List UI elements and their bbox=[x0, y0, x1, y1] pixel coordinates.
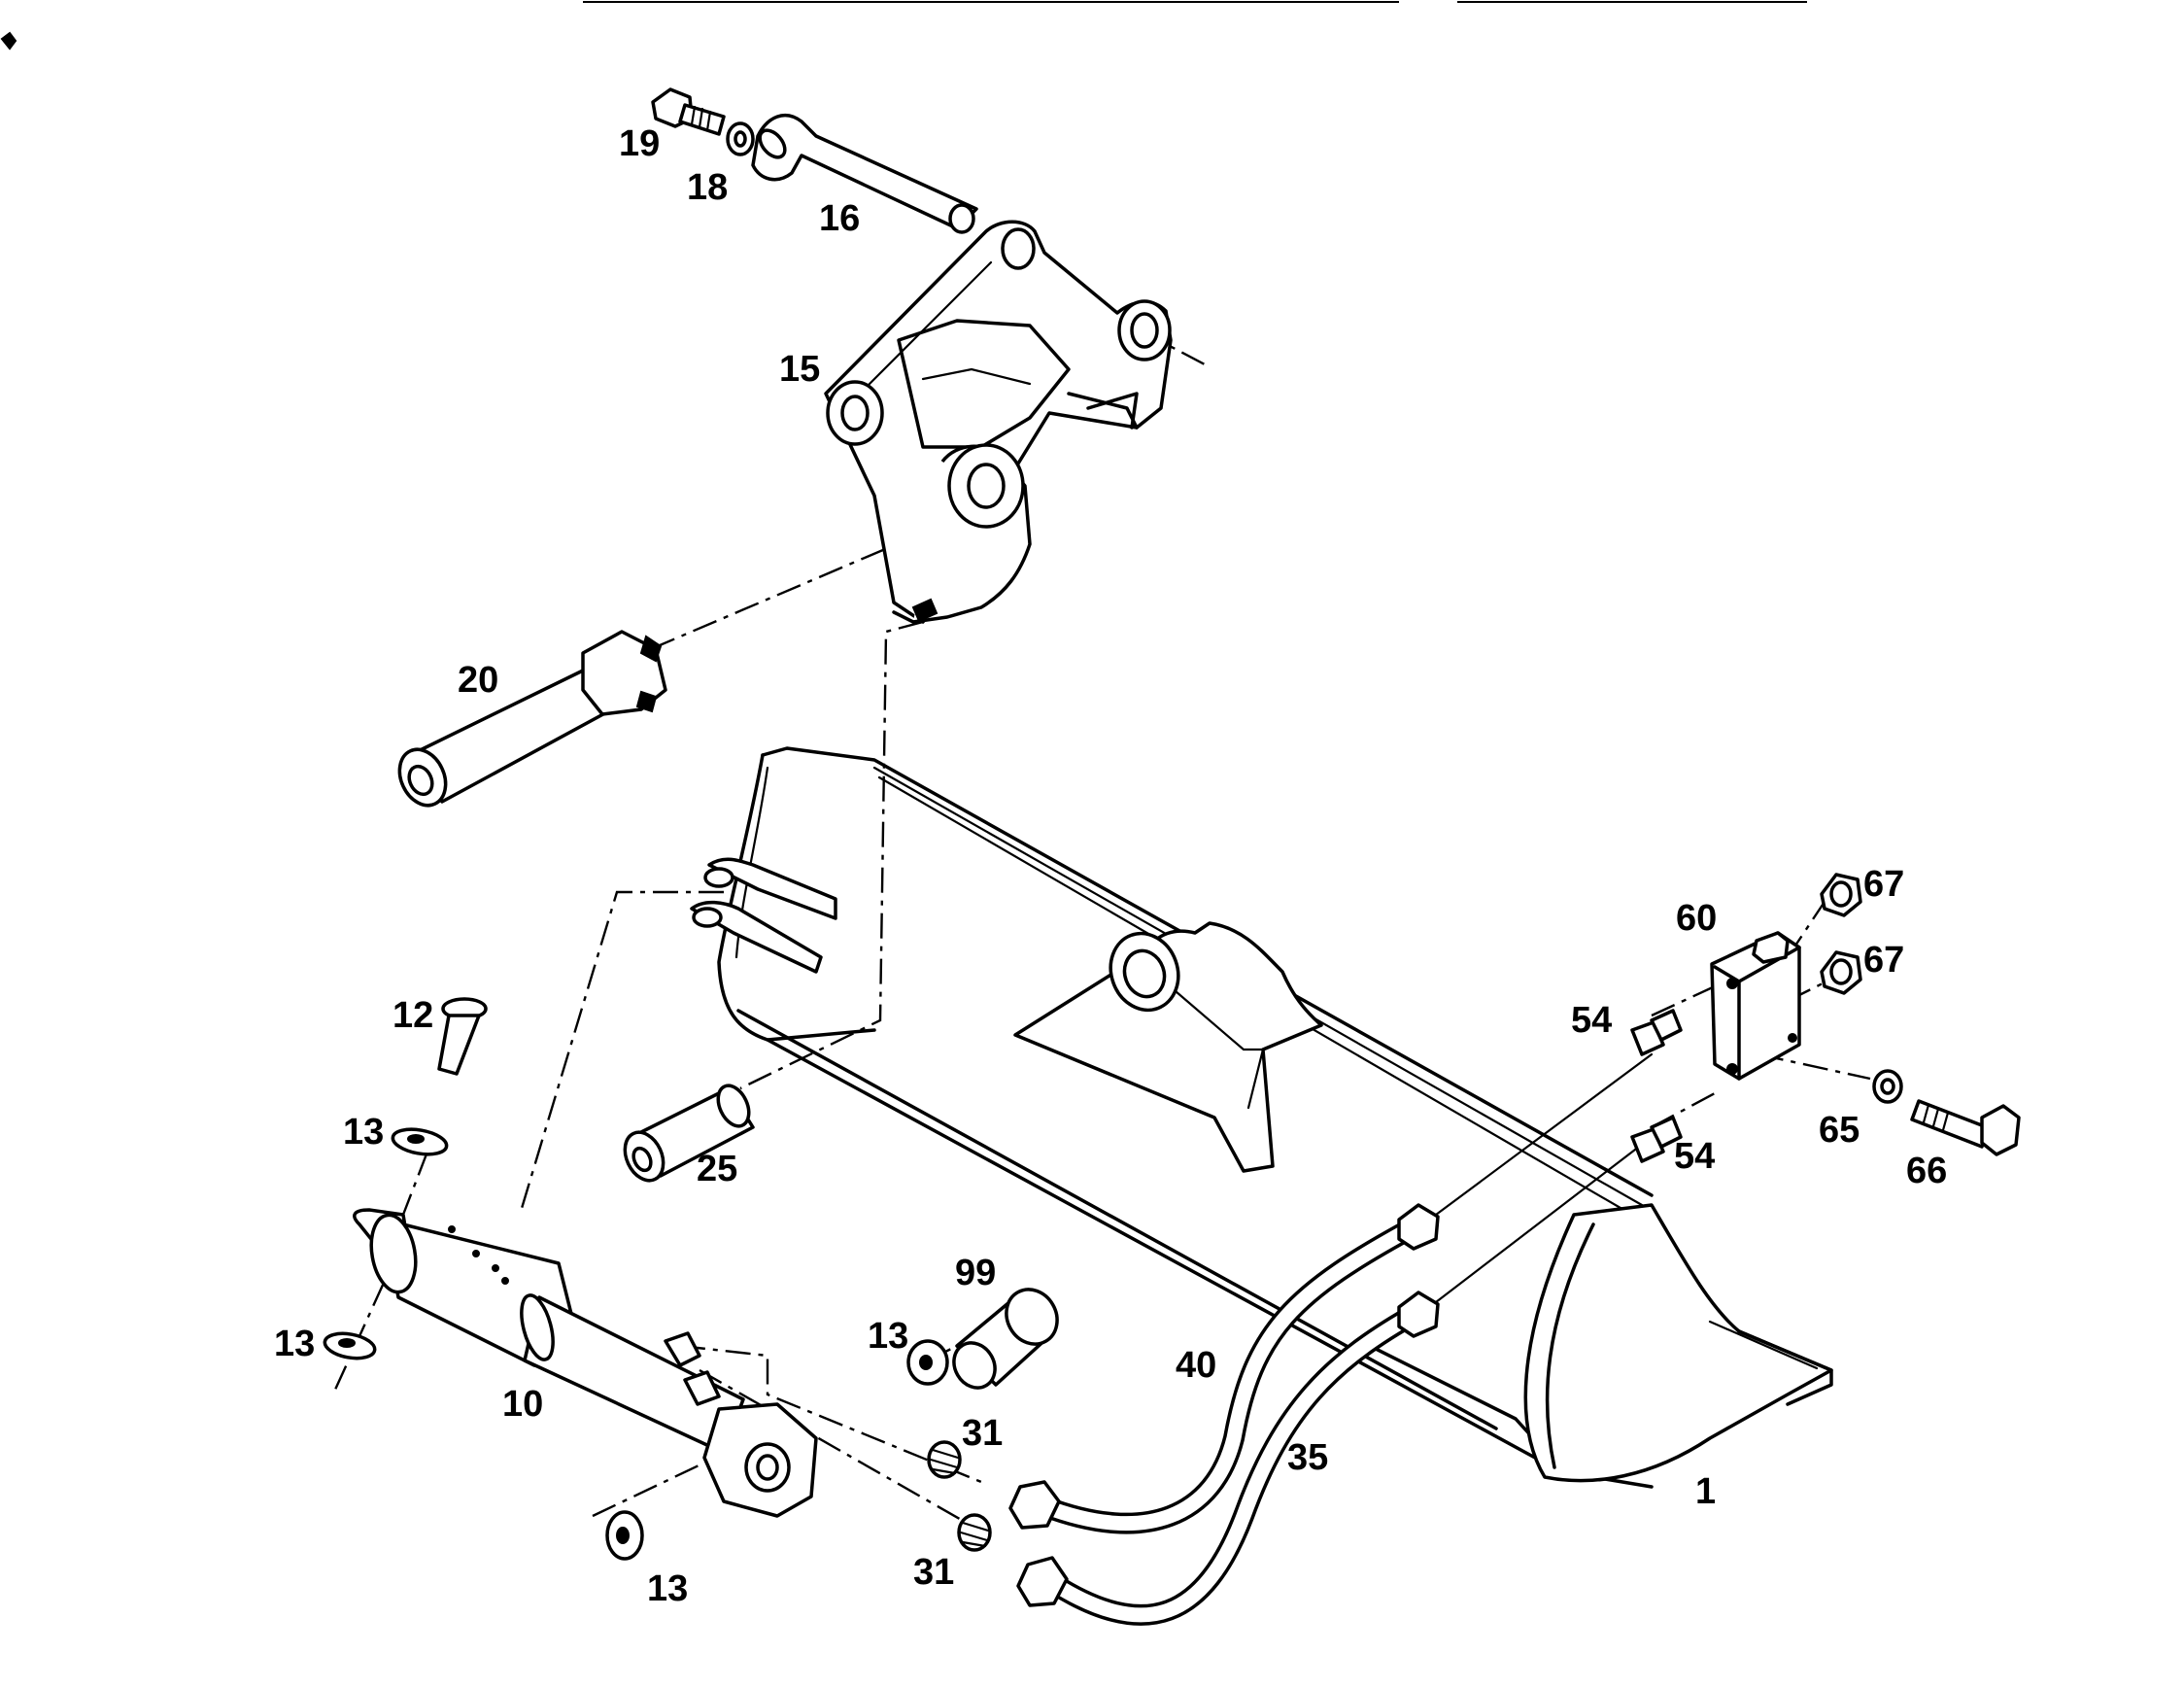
callout-10: 10 bbox=[502, 1384, 543, 1425]
pin-12 bbox=[437, 997, 488, 1076]
callout-12: 12 bbox=[392, 995, 433, 1036]
hose-40-guide bbox=[1434, 1052, 1654, 1217]
hose-35 bbox=[1016, 1291, 1440, 1626]
valve-block bbox=[1710, 931, 1801, 1081]
callout-60: 60 bbox=[1676, 898, 1717, 939]
pin-25 bbox=[623, 1084, 755, 1183]
bucket bbox=[690, 746, 1833, 1489]
callout-labels: 19 18 16 15 20 12 13 25 13 10 13 99 13 3… bbox=[274, 123, 1947, 1609]
washer-65 bbox=[1872, 1069, 1903, 1104]
callout-66: 66 bbox=[1906, 1151, 1947, 1191]
bushing-99 bbox=[952, 1288, 1059, 1390]
fitting-54-lower bbox=[1630, 1116, 1683, 1163]
fitting-54-upper bbox=[1630, 1009, 1683, 1056]
callout-15: 15 bbox=[779, 349, 820, 390]
washer-13-bottom bbox=[605, 1510, 644, 1561]
callout-31-lower: 31 bbox=[913, 1552, 954, 1593]
callout-35: 35 bbox=[1287, 1437, 1328, 1478]
callout-18: 18 bbox=[687, 167, 728, 208]
callout-13-left: 13 bbox=[274, 1324, 315, 1364]
washer-18 bbox=[726, 121, 755, 156]
bolt-66 bbox=[1910, 1099, 2021, 1156]
quick-coupler bbox=[824, 220, 1173, 624]
fitting-31-upper bbox=[927, 1440, 962, 1479]
callout-1: 1 bbox=[1695, 1471, 1716, 1512]
callout-16: 16 bbox=[819, 198, 860, 239]
scan-mark bbox=[0, 31, 17, 51]
washer-13-middle bbox=[906, 1339, 949, 1386]
callout-13-middle: 13 bbox=[868, 1316, 908, 1357]
callout-67-lower: 67 bbox=[1863, 940, 1904, 981]
cap-67-upper bbox=[1820, 873, 1862, 917]
callout-54-upper: 54 bbox=[1571, 1000, 1612, 1041]
callout-19: 19 bbox=[619, 123, 660, 164]
washer-13-upper bbox=[391, 1127, 449, 1156]
callout-25: 25 bbox=[697, 1149, 737, 1189]
washer-13-lower-left bbox=[323, 1331, 377, 1360]
hose-40 bbox=[1008, 1203, 1440, 1534]
callout-99: 99 bbox=[955, 1253, 996, 1293]
hydraulic-cylinder bbox=[353, 1208, 818, 1518]
callout-13-bottom: 13 bbox=[647, 1568, 688, 1609]
pin-20 bbox=[397, 630, 667, 808]
fitting-31-lower bbox=[957, 1513, 992, 1552]
callout-13-upper: 13 bbox=[343, 1112, 384, 1153]
pin-16 bbox=[751, 114, 978, 234]
bolt-19 bbox=[651, 87, 726, 136]
cap-67-lower bbox=[1820, 950, 1862, 995]
callout-40: 40 bbox=[1176, 1345, 1216, 1386]
callout-67-upper: 67 bbox=[1863, 864, 1904, 905]
callout-65: 65 bbox=[1819, 1110, 1860, 1151]
callout-31-upper: 31 bbox=[962, 1413, 1003, 1454]
callout-54-lower: 54 bbox=[1674, 1136, 1715, 1177]
callout-20: 20 bbox=[458, 660, 498, 701]
hose-35-guide bbox=[1434, 1135, 1654, 1304]
